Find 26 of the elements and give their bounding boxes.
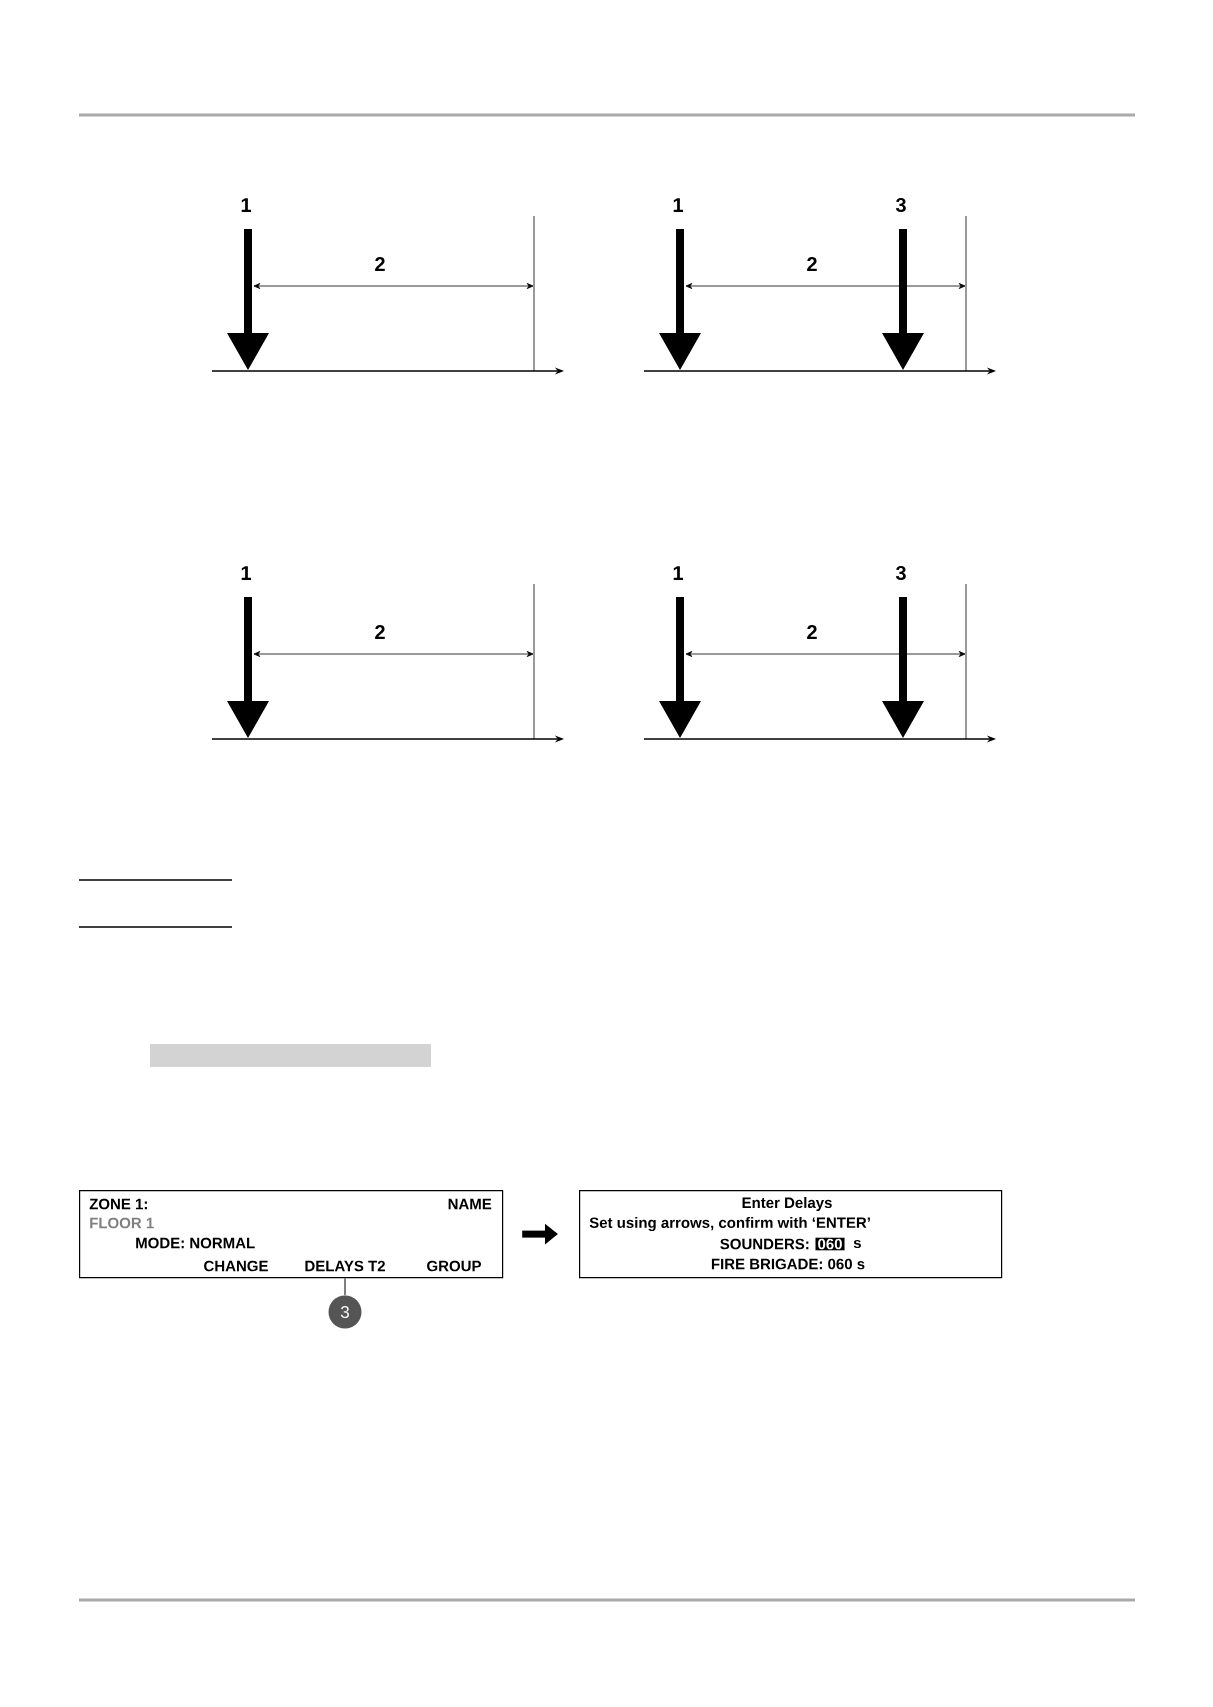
callout-number: 1 (673, 198, 683, 212)
display-text: CHANGE (204, 1260, 268, 1272)
display-text: ZONE 1: (89, 1198, 147, 1210)
callout-number: 3 (895, 197, 906, 213)
display-text: MODE: NORMAL (136, 1237, 255, 1249)
display-screen (79, 1190, 504, 1279)
display-text: s (853, 1239, 861, 1249)
callout-number: 3 (895, 565, 906, 581)
callout-number: 2 (807, 257, 817, 271)
display-text: Set using arrows, confirm with ‘ENTER’ (589, 1217, 870, 1232)
callout-number: 2 (375, 257, 385, 271)
display-screen (579, 1190, 1003, 1279)
callout-number: 2 (375, 625, 385, 639)
display-text: Enter Delays (742, 1197, 832, 1211)
leader-line (344, 1277, 346, 1297)
display-text: NAME (448, 1198, 492, 1210)
callout-number: 1 (673, 566, 683, 580)
display-text: GROUP (427, 1260, 481, 1272)
callout-number: 1 (241, 198, 251, 212)
display-text: SOUNDERS: (720, 1238, 809, 1250)
highlighted-value: 060 (815, 1237, 845, 1251)
callout-number: 2 (807, 625, 817, 639)
display-text: DELAYS T2 (305, 1260, 385, 1272)
display-text: FLOOR 1 (90, 1217, 154, 1229)
display-text: FIRE BRIGADE: 060 s (711, 1258, 865, 1270)
callout-number: 1 (241, 566, 251, 580)
